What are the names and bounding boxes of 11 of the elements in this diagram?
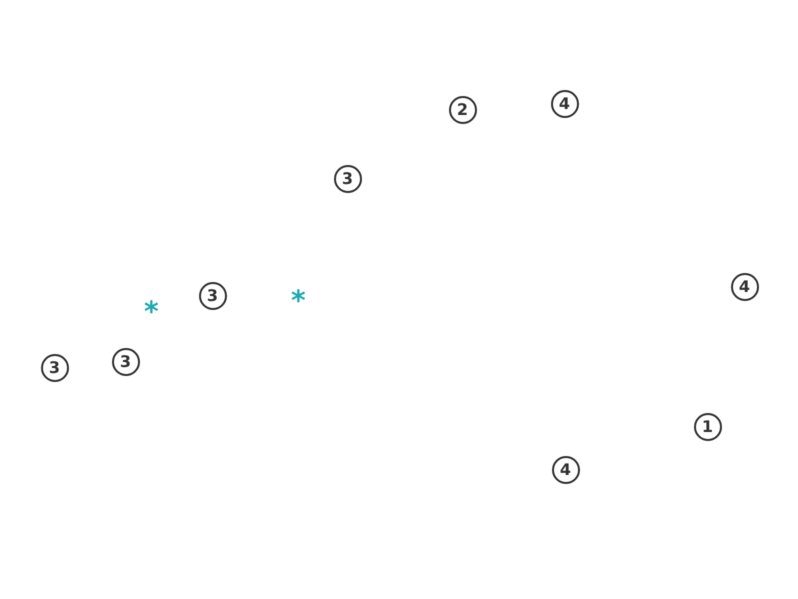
callout-number: 3: [112, 348, 140, 376]
callout-number: 4: [550, 90, 578, 118]
callout-number: 3: [334, 164, 362, 192]
callout-number: 4: [552, 456, 580, 484]
callout-number: 3: [40, 354, 68, 382]
asterisk-mark: *: [291, 287, 306, 315]
callout-number: 4: [730, 272, 758, 300]
callout-number: 2: [448, 96, 476, 124]
callout-number: 3: [198, 282, 226, 310]
asterisk-mark: *: [144, 298, 159, 326]
callout-number: 1: [694, 412, 722, 440]
